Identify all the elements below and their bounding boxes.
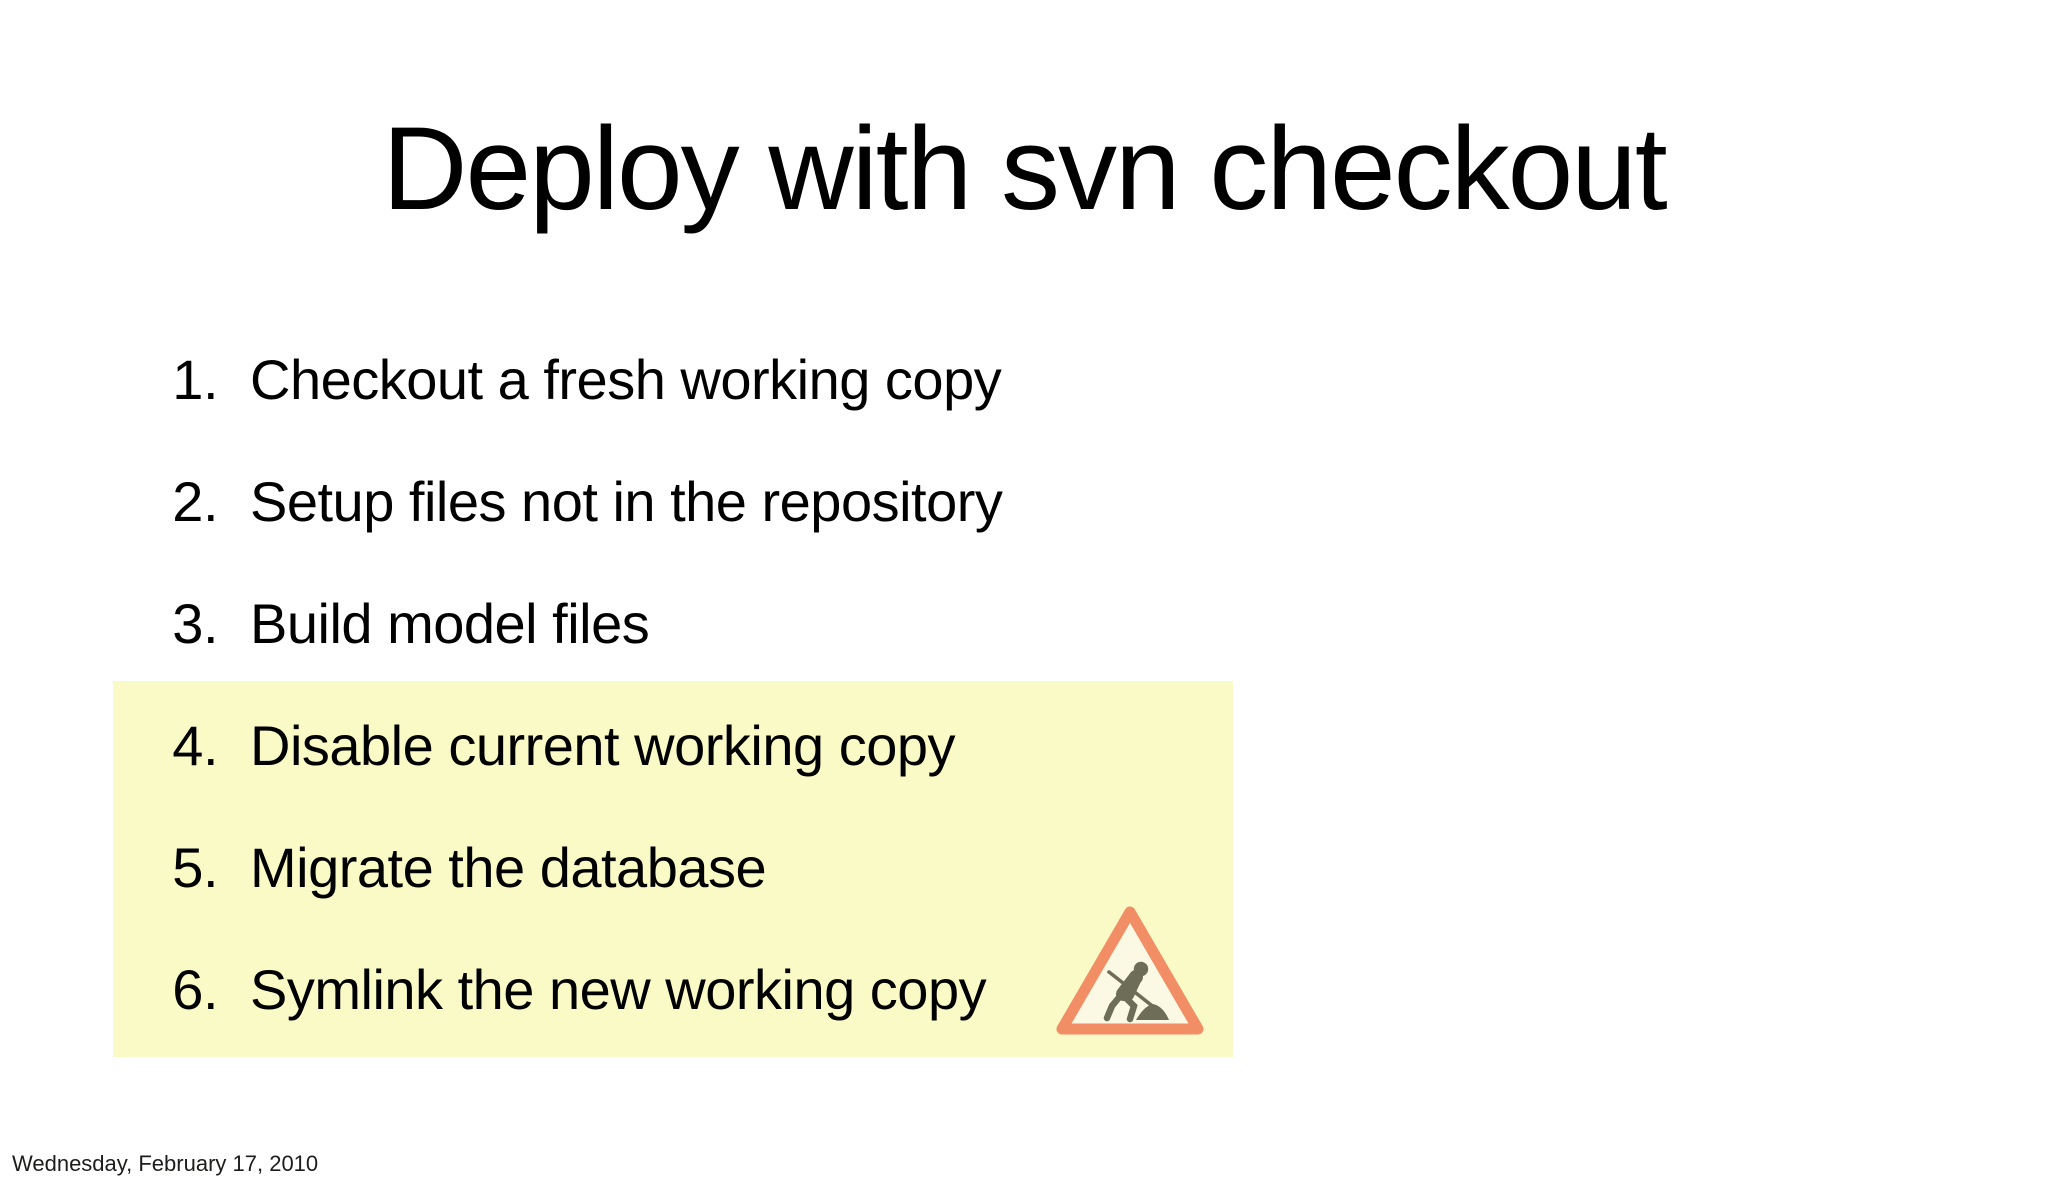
digger-arm-rear — [1128, 979, 1141, 1000]
digger-leg-front — [1121, 993, 1138, 1023]
list-item: 5. Migrate the database — [150, 834, 1002, 902]
step-text: Build model files — [250, 592, 650, 655]
list-item: 6. Symlink the new working copy — [150, 956, 1002, 1024]
digger-figure-icon — [1103, 961, 1169, 1023]
step-number: 2. — [172, 470, 218, 533]
step-number: 6. — [172, 958, 218, 1021]
step-number: 1. — [172, 348, 218, 411]
step-text: Disable current working copy — [250, 714, 955, 777]
digger-arm-front — [1120, 977, 1138, 995]
step-text: Checkout a fresh working copy — [250, 348, 1002, 411]
slide-timestamp: Wednesday, February 17, 2010 — [12, 1151, 319, 1176]
list-item: 3. Build model files — [150, 590, 1002, 658]
roadworks-sign-icon — [1056, 906, 1204, 1035]
list-item: 2. Setup files not in the repository — [150, 468, 1003, 536]
highlight-box — [113, 681, 1233, 1057]
step-number: 4. — [172, 714, 218, 777]
sign-triangle — [1056, 906, 1204, 1035]
step-text: Migrate the database — [250, 836, 767, 899]
step-number: 5. — [172, 836, 218, 899]
step-text: Symlink the new working copy — [250, 958, 987, 1021]
slide-title: Deploy with svn checkout — [382, 103, 1667, 235]
step-number: 3. — [172, 592, 218, 655]
step-text: Setup files not in the repository — [250, 470, 1003, 533]
steps-list: 1. Checkout a fresh working copy 2. Setu… — [150, 346, 1003, 1078]
digger-leg-rear — [1103, 991, 1125, 1022]
dirt-mound — [1136, 1004, 1169, 1020]
list-item: 1. Checkout a fresh working copy — [150, 346, 1002, 414]
list-item: 4. Disable current working copy — [150, 712, 1002, 780]
